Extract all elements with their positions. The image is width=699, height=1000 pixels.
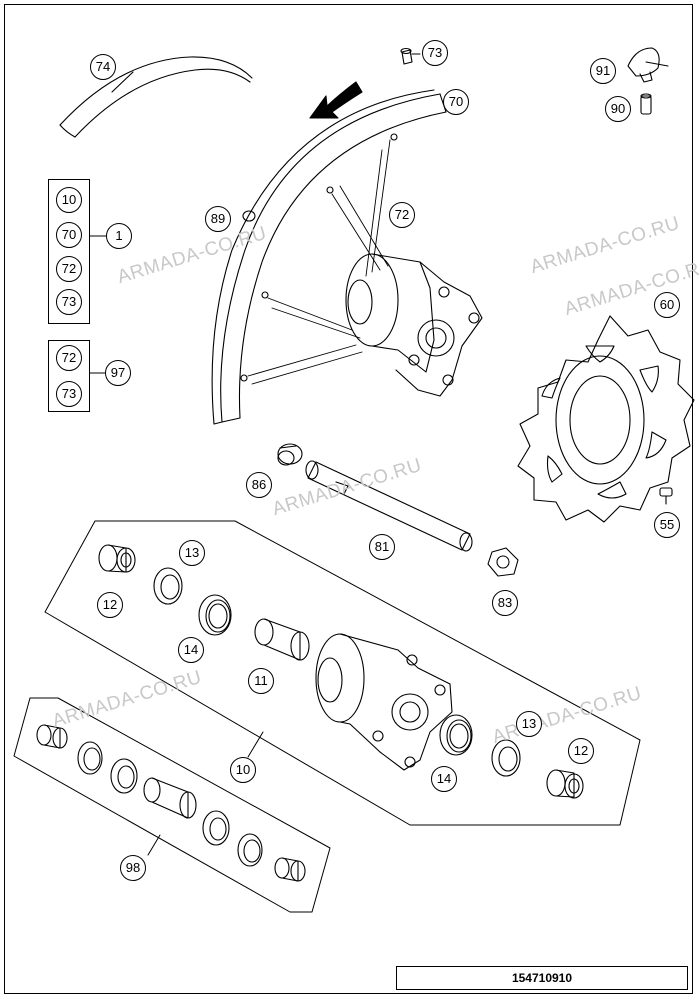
callout-13-right: 13	[516, 711, 542, 737]
rim-tape-drawing	[59, 56, 253, 138]
spacer-drawing	[277, 443, 303, 466]
kit-spacer-right	[546, 769, 584, 799]
callout-74: 74	[90, 54, 116, 80]
callout-73: 73	[422, 40, 448, 66]
rotation-arrow-drawing	[309, 81, 363, 119]
group-1-item-3: 72	[56, 256, 82, 282]
page-frame	[4, 4, 693, 994]
callout-98: 98	[120, 855, 146, 881]
spoke-nipple-drawing	[400, 47, 421, 65]
disc-screw-drawing	[659, 487, 673, 505]
spokes-drawing	[247, 139, 391, 385]
callout-13-left: 13	[179, 540, 205, 566]
callout-89: 89	[205, 206, 231, 232]
kit-sleeve	[254, 618, 310, 661]
axle-nut-drawing	[487, 547, 519, 577]
group-1-item-1: 10	[56, 187, 82, 213]
kit-seal-right	[491, 739, 521, 777]
callout-1: 1	[106, 223, 132, 249]
callout-83: 83	[492, 590, 518, 616]
group-1-item-4: 73	[56, 289, 82, 315]
callout-60: 60	[654, 292, 680, 318]
callout-55: 55	[654, 512, 680, 538]
group-leaders	[89, 235, 107, 374]
group-1-item-2: 70	[56, 222, 82, 248]
brake-disc-drawing	[517, 315, 695, 523]
kit-bearing-right	[439, 714, 473, 756]
plug-drawing	[242, 210, 256, 222]
kit-seal-left	[153, 567, 183, 605]
axle-drawing	[305, 460, 473, 552]
group-97-item-1: 72	[56, 345, 82, 371]
hub-kit-outline	[44, 520, 641, 826]
callout-14-right: 14	[431, 766, 457, 792]
callout-10: 10	[230, 757, 256, 783]
callout-81: 81	[369, 534, 395, 560]
repair-kit-parts	[36, 724, 306, 882]
repair-kit-outline	[13, 697, 331, 913]
callout-91: 91	[590, 58, 616, 84]
callout-70: 70	[443, 89, 469, 115]
kit-hub-body	[315, 633, 453, 771]
rim-drawing	[211, 89, 447, 425]
callout-72: 72	[389, 202, 415, 228]
callout-97: 97	[105, 360, 131, 386]
kit-spacer-left	[98, 544, 136, 573]
callout-12-right: 12	[568, 738, 594, 764]
callout-12-left: 12	[97, 592, 123, 618]
callout-14-left: 14	[178, 637, 204, 663]
callout-90: 90	[605, 96, 631, 122]
diagram-number: 154710910	[396, 966, 688, 990]
kit-bearing-left	[198, 594, 232, 636]
callout-86: 86	[246, 472, 272, 498]
callout-11: 11	[248, 668, 274, 694]
group-97-item-2: 73	[56, 381, 82, 407]
wheel-hub-drawing	[345, 253, 483, 397]
valve-drawing	[627, 47, 669, 115]
